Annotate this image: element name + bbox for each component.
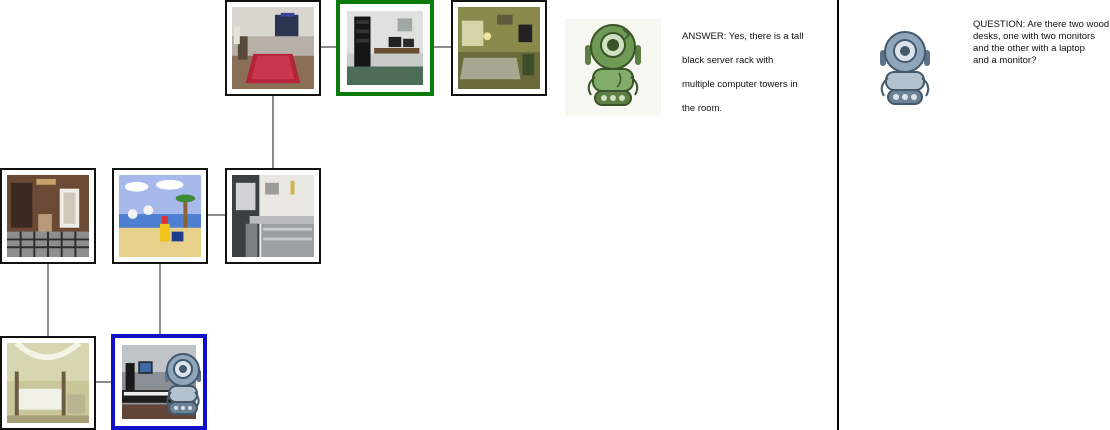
room-node-office-goal[interactable] [336, 0, 434, 96]
question-line: and a monitor? [973, 55, 1037, 66]
answer-text: ANSWER: Yes, there is a tall black serve… [682, 19, 822, 127]
answer-line: multiple computer towers in [682, 79, 798, 90]
graph-edge [272, 93, 274, 169]
question-line: QUESTION: Are there two wood [973, 19, 1110, 30]
room-thumbnail [232, 7, 314, 89]
room-thumbnail [232, 175, 314, 257]
graph-edge [319, 46, 338, 48]
room-node-kitchen[interactable] [225, 168, 321, 264]
room-thumbnail [347, 11, 423, 85]
room-thumbnail [7, 175, 89, 257]
room-thumbnail [119, 175, 201, 257]
room-node-bedroom[interactable] [0, 336, 96, 430]
answer-line: the room. [682, 103, 723, 114]
question-line: and the other with a laptop [973, 43, 1085, 54]
graph-edge [94, 381, 112, 383]
room-node-living-room[interactable] [451, 0, 547, 96]
answer-line: black server rack with [682, 55, 774, 66]
graph-edge [47, 262, 49, 337]
panel-divider [837, 0, 839, 430]
room-node-kids-room[interactable] [112, 168, 208, 264]
room-thumbnail [7, 343, 89, 423]
graph-edge [206, 214, 226, 216]
answer-line: ANSWER: Yes, there is a tall [682, 31, 804, 42]
question-robot-icon [872, 28, 938, 110]
agent-robot-icon [159, 350, 207, 416]
room-node-hallway[interactable] [0, 168, 96, 264]
question-text: QUESTION: Are there two wood desks, one … [973, 19, 1110, 67]
room-thumbnail [458, 7, 540, 89]
graph-edge [159, 262, 161, 335]
answer-robot-icon [565, 19, 661, 116]
graph-edge [433, 46, 453, 48]
question-line: desks, one with two monitors [973, 31, 1095, 42]
room-node-music-room-current[interactable] [111, 334, 207, 430]
room-node-game-room[interactable] [225, 0, 321, 96]
